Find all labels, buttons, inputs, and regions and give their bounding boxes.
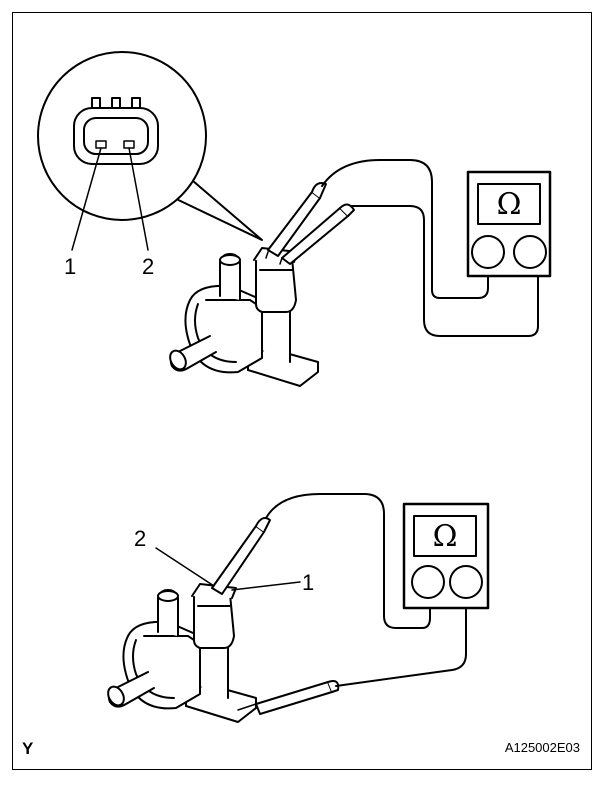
- top-terminal-2-label: 2: [142, 254, 154, 279]
- connector-callout: [37, 51, 263, 251]
- figure-id: A125002E03: [505, 740, 580, 755]
- bottom-probe-connector: [211, 517, 271, 595]
- top-vsv-valve: [169, 247, 319, 387]
- bottom-terminal-1-label: 1: [302, 570, 314, 595]
- bottom-leader-2: [155, 547, 215, 587]
- bottom-terminal-2-label: 2: [134, 526, 146, 551]
- bottom-meter-ohm-symbol: Ω: [433, 519, 458, 554]
- bottom-leader-1: [231, 581, 301, 591]
- top-probes: [265, 182, 355, 265]
- bottom-leads: [265, 493, 467, 687]
- top-meter-ohm-symbol: Ω: [497, 187, 522, 222]
- top-terminal-1-label: 1: [64, 254, 76, 279]
- top-illustration: [37, 51, 552, 387]
- bottom-vsv-valve: [107, 583, 257, 723]
- top-ohmmeter: [466, 170, 552, 278]
- bottom-illustration: [107, 493, 490, 723]
- corner-mark: Y: [22, 739, 34, 758]
- bottom-ohmmeter: [402, 502, 490, 610]
- bottom-probe-body: [237, 680, 340, 715]
- top-leads: [321, 159, 539, 337]
